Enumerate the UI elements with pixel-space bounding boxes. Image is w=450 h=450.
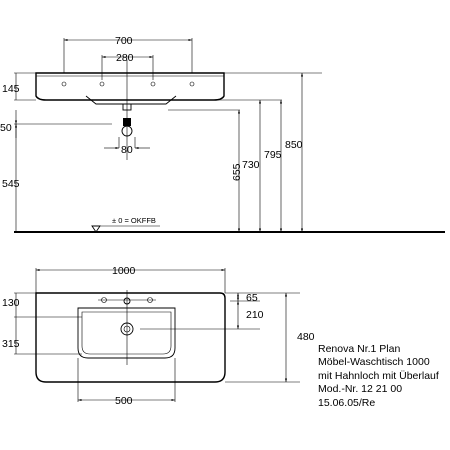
drawing-caption: Renova Nr.1 Plan Möbel-Waschtisch 1000 m… <box>318 343 450 410</box>
bowl-outline <box>77 307 176 359</box>
dim-65-label: 65 <box>246 292 258 304</box>
caption-features: mit Hahnloch mit Überlauf <box>318 369 439 382</box>
dim-730-label: 730 <box>242 159 260 171</box>
dim-130-label: 130 <box>2 297 20 309</box>
dim-145-label: 145 <box>2 83 20 95</box>
dim-795-label: 795 <box>264 149 282 161</box>
caption-product-type: Möbel-Waschtisch 1000 <box>318 356 430 369</box>
caption-product-name: Renova Nr.1 Plan <box>318 343 401 355</box>
dim-500-label: 500 <box>115 395 133 407</box>
dim-50-label: 50 <box>0 122 12 134</box>
dim-850-label: 850 <box>285 139 303 151</box>
dim-80-label: 80 <box>121 144 133 156</box>
dim-700-label: 700 <box>115 35 133 47</box>
caption-model-number: Mod.-Nr. 12 21 00 <box>318 383 403 396</box>
dim-1000-label: 1000 <box>112 265 136 277</box>
basin-front-outline <box>35 72 225 101</box>
dim-315-label: 315 <box>2 338 20 350</box>
basin-top-outline <box>35 292 226 383</box>
dim-480-label: 480 <box>297 331 315 343</box>
dim-210-label: 210 <box>246 309 264 321</box>
dim-545-label: 545 <box>2 178 20 190</box>
front-view: 700 280 145 50 545 80 655 730 <box>0 35 445 233</box>
dim-280-label: 280 <box>116 52 134 64</box>
floor-reference-label: ± 0 = OKFFB <box>112 216 156 225</box>
top-view: 1000 130 315 65 210 480 500 <box>2 265 315 407</box>
caption-date: 15.06.05/Re <box>318 396 376 409</box>
dim-655-label: 655 <box>231 163 243 181</box>
